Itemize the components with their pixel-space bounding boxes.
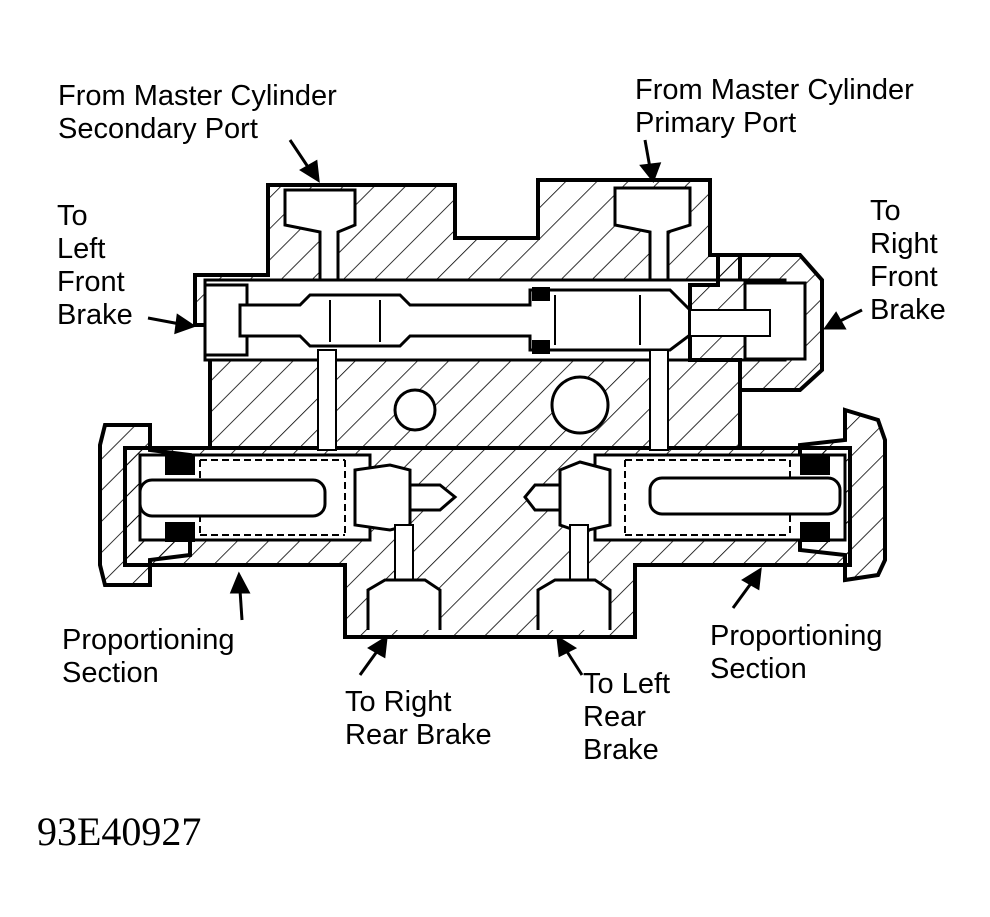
label-line: Front <box>870 261 938 293</box>
leader-arrows <box>147 139 863 676</box>
label-line: To <box>870 195 901 227</box>
label-line: To Left <box>583 668 671 700</box>
left-rear-outlet <box>536 578 612 630</box>
figure-code: 93E40927 <box>37 809 202 854</box>
label-line: Rear <box>583 701 646 733</box>
label-line: Section <box>62 657 159 689</box>
label-line: To Right <box>345 686 452 718</box>
cross-hole-right <box>550 375 610 435</box>
label-line: From Master Cylinder <box>635 74 914 106</box>
label-line: Brake <box>870 294 946 326</box>
left-spring <box>199 459 346 536</box>
label-line: Brake <box>57 299 133 331</box>
label-line: Right <box>870 228 938 260</box>
cross-hole-left <box>393 388 437 432</box>
label-line: From Master Cylinder <box>58 80 337 112</box>
label-line: Proportioning <box>710 620 883 652</box>
right-plunger <box>648 476 842 516</box>
label-line: Rear Brake <box>345 719 492 751</box>
label-line: Front <box>57 266 125 298</box>
right-valve-stem <box>523 460 612 534</box>
label-line: Primary Port <box>635 107 797 139</box>
right-spring <box>624 459 791 536</box>
label-line: Section <box>710 653 807 685</box>
label-line: Secondary Port <box>58 113 258 145</box>
label-line: To <box>57 200 88 232</box>
label-line: Brake <box>583 734 659 766</box>
left-plunger <box>138 478 327 518</box>
label-line: Proportioning <box>62 624 235 656</box>
label-line: Left <box>57 233 106 265</box>
right-rear-outlet <box>366 578 442 630</box>
